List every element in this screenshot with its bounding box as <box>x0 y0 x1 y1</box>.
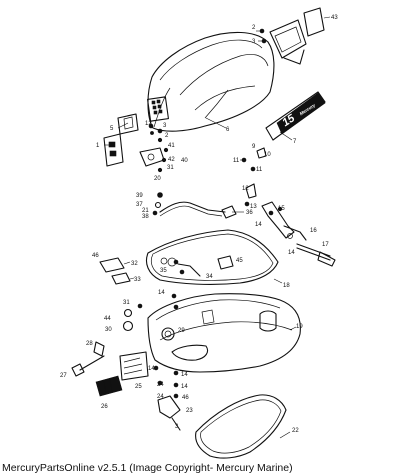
cowl-grommets-44-30 <box>122 293 179 332</box>
callout-41: 41 <box>168 143 175 149</box>
callout-3a: 3 <box>252 39 256 45</box>
callout-7: 7 <box>293 139 297 145</box>
bottom-cowl-lower-seal[interactable] <box>195 394 287 459</box>
model-decal-panel: 15 Mercury <box>265 91 326 141</box>
callout-28: 28 <box>86 341 93 347</box>
callout-11a: 11 <box>233 158 240 164</box>
callout-36: 36 <box>246 210 253 216</box>
decal-sheets-32-33 <box>99 257 131 285</box>
bracket-and-screws-9-10-11 <box>240 147 267 172</box>
callout-30: 30 <box>105 327 112 333</box>
callout-40: 40 <box>181 158 188 164</box>
callout-labels: 43 2 3 6 7 5 1 2 3 12 41 40 42 31 20 9 1… <box>60 15 338 434</box>
callout-24a: 24 <box>157 382 164 388</box>
callout-14c: 14 <box>158 290 165 296</box>
callout-11b: 11 <box>256 167 263 173</box>
cowl-handle-plate[interactable] <box>269 19 307 65</box>
callout-46: 46 <box>92 253 99 259</box>
callout-27: 27 <box>60 373 67 379</box>
callout-6: 6 <box>226 127 230 133</box>
callout-43: 43 <box>331 15 338 21</box>
handle-screws <box>256 28 267 44</box>
callout-2b: 2 <box>165 133 169 139</box>
top-cowl[interactable] <box>147 31 275 132</box>
callout-46b: 46 <box>182 395 189 401</box>
callout-34: 34 <box>206 274 213 280</box>
callout-21: 21 <box>142 208 149 214</box>
callout-20: 20 <box>154 176 161 182</box>
callout-39: 39 <box>136 193 143 199</box>
cowl-vent-grille <box>147 96 169 122</box>
bottom-cowl[interactable] <box>147 293 301 373</box>
callout-23: 23 <box>186 408 193 414</box>
callout-26: 26 <box>101 404 108 410</box>
callout-37: 37 <box>136 202 143 208</box>
callout-19: 19 <box>296 324 303 330</box>
callout-1: 1 <box>96 143 100 149</box>
callout-24b: 24 <box>157 394 164 400</box>
latch-lever-15[interactable] <box>261 201 307 241</box>
callout-14b: 14 <box>288 250 295 256</box>
latch-bracket <box>139 137 169 173</box>
callout-25: 25 <box>135 384 142 390</box>
callout-2a: 2 <box>252 25 256 31</box>
callout-14d: 14 <box>148 366 155 372</box>
callout-3c: 3 <box>175 424 179 430</box>
seal-patch-45 <box>217 255 234 270</box>
bottom-cowl-seal[interactable] <box>145 229 279 285</box>
callout-18: 18 <box>283 283 290 289</box>
exploded-parts-diagram: 15 Mercury <box>60 7 338 459</box>
callout-14a: 14 <box>255 222 262 228</box>
choke-decal-plate <box>103 133 124 167</box>
fuel-connector-26 <box>95 375 123 397</box>
side-decal-25 <box>119 351 149 381</box>
leader-lines <box>104 117 297 439</box>
fasteners-14-31 <box>137 303 179 399</box>
callout-15: 15 <box>278 206 285 212</box>
callout-14e: 14 <box>181 372 188 378</box>
callout-12b: 12 <box>242 186 249 192</box>
callout-44: 44 <box>104 316 111 322</box>
callout-31a: 31 <box>167 165 174 171</box>
callout-42: 42 <box>168 157 175 163</box>
link-and-stud-34-35 <box>173 259 201 277</box>
clip-and-screw-12-13 <box>244 183 257 207</box>
callout-32: 32 <box>131 261 138 267</box>
latch-rod-17[interactable] <box>296 243 336 267</box>
callout-5: 5 <box>110 126 114 132</box>
callout-33: 33 <box>134 277 141 283</box>
callout-12: 12 <box>145 121 152 127</box>
latch-cable-linkage[interactable] <box>152 192 237 219</box>
screw-27-28 <box>71 341 105 377</box>
callout-31b: 31 <box>123 300 130 306</box>
callout-16: 16 <box>310 228 317 234</box>
latch-lever-23[interactable] <box>157 395 181 431</box>
callout-13: 13 <box>250 204 257 210</box>
cowl-screws-12-3 <box>148 123 163 135</box>
handle-decal-13 <box>303 7 331 37</box>
callout-45: 45 <box>236 258 243 264</box>
callout-9: 9 <box>252 144 256 150</box>
callout-35: 35 <box>160 268 167 274</box>
callout-17: 17 <box>322 242 329 248</box>
callout-3b: 3 <box>163 123 167 129</box>
image-caption: MercuryPartsOnline v2.5.1 (Image Copyrig… <box>2 462 293 474</box>
callout-10: 10 <box>264 152 271 158</box>
callout-38: 38 <box>142 214 149 220</box>
callout-29: 29 <box>178 328 185 334</box>
callout-14f: 14 <box>181 384 188 390</box>
cowl-latch-plate-5 <box>117 113 139 135</box>
callout-22: 22 <box>292 428 299 434</box>
